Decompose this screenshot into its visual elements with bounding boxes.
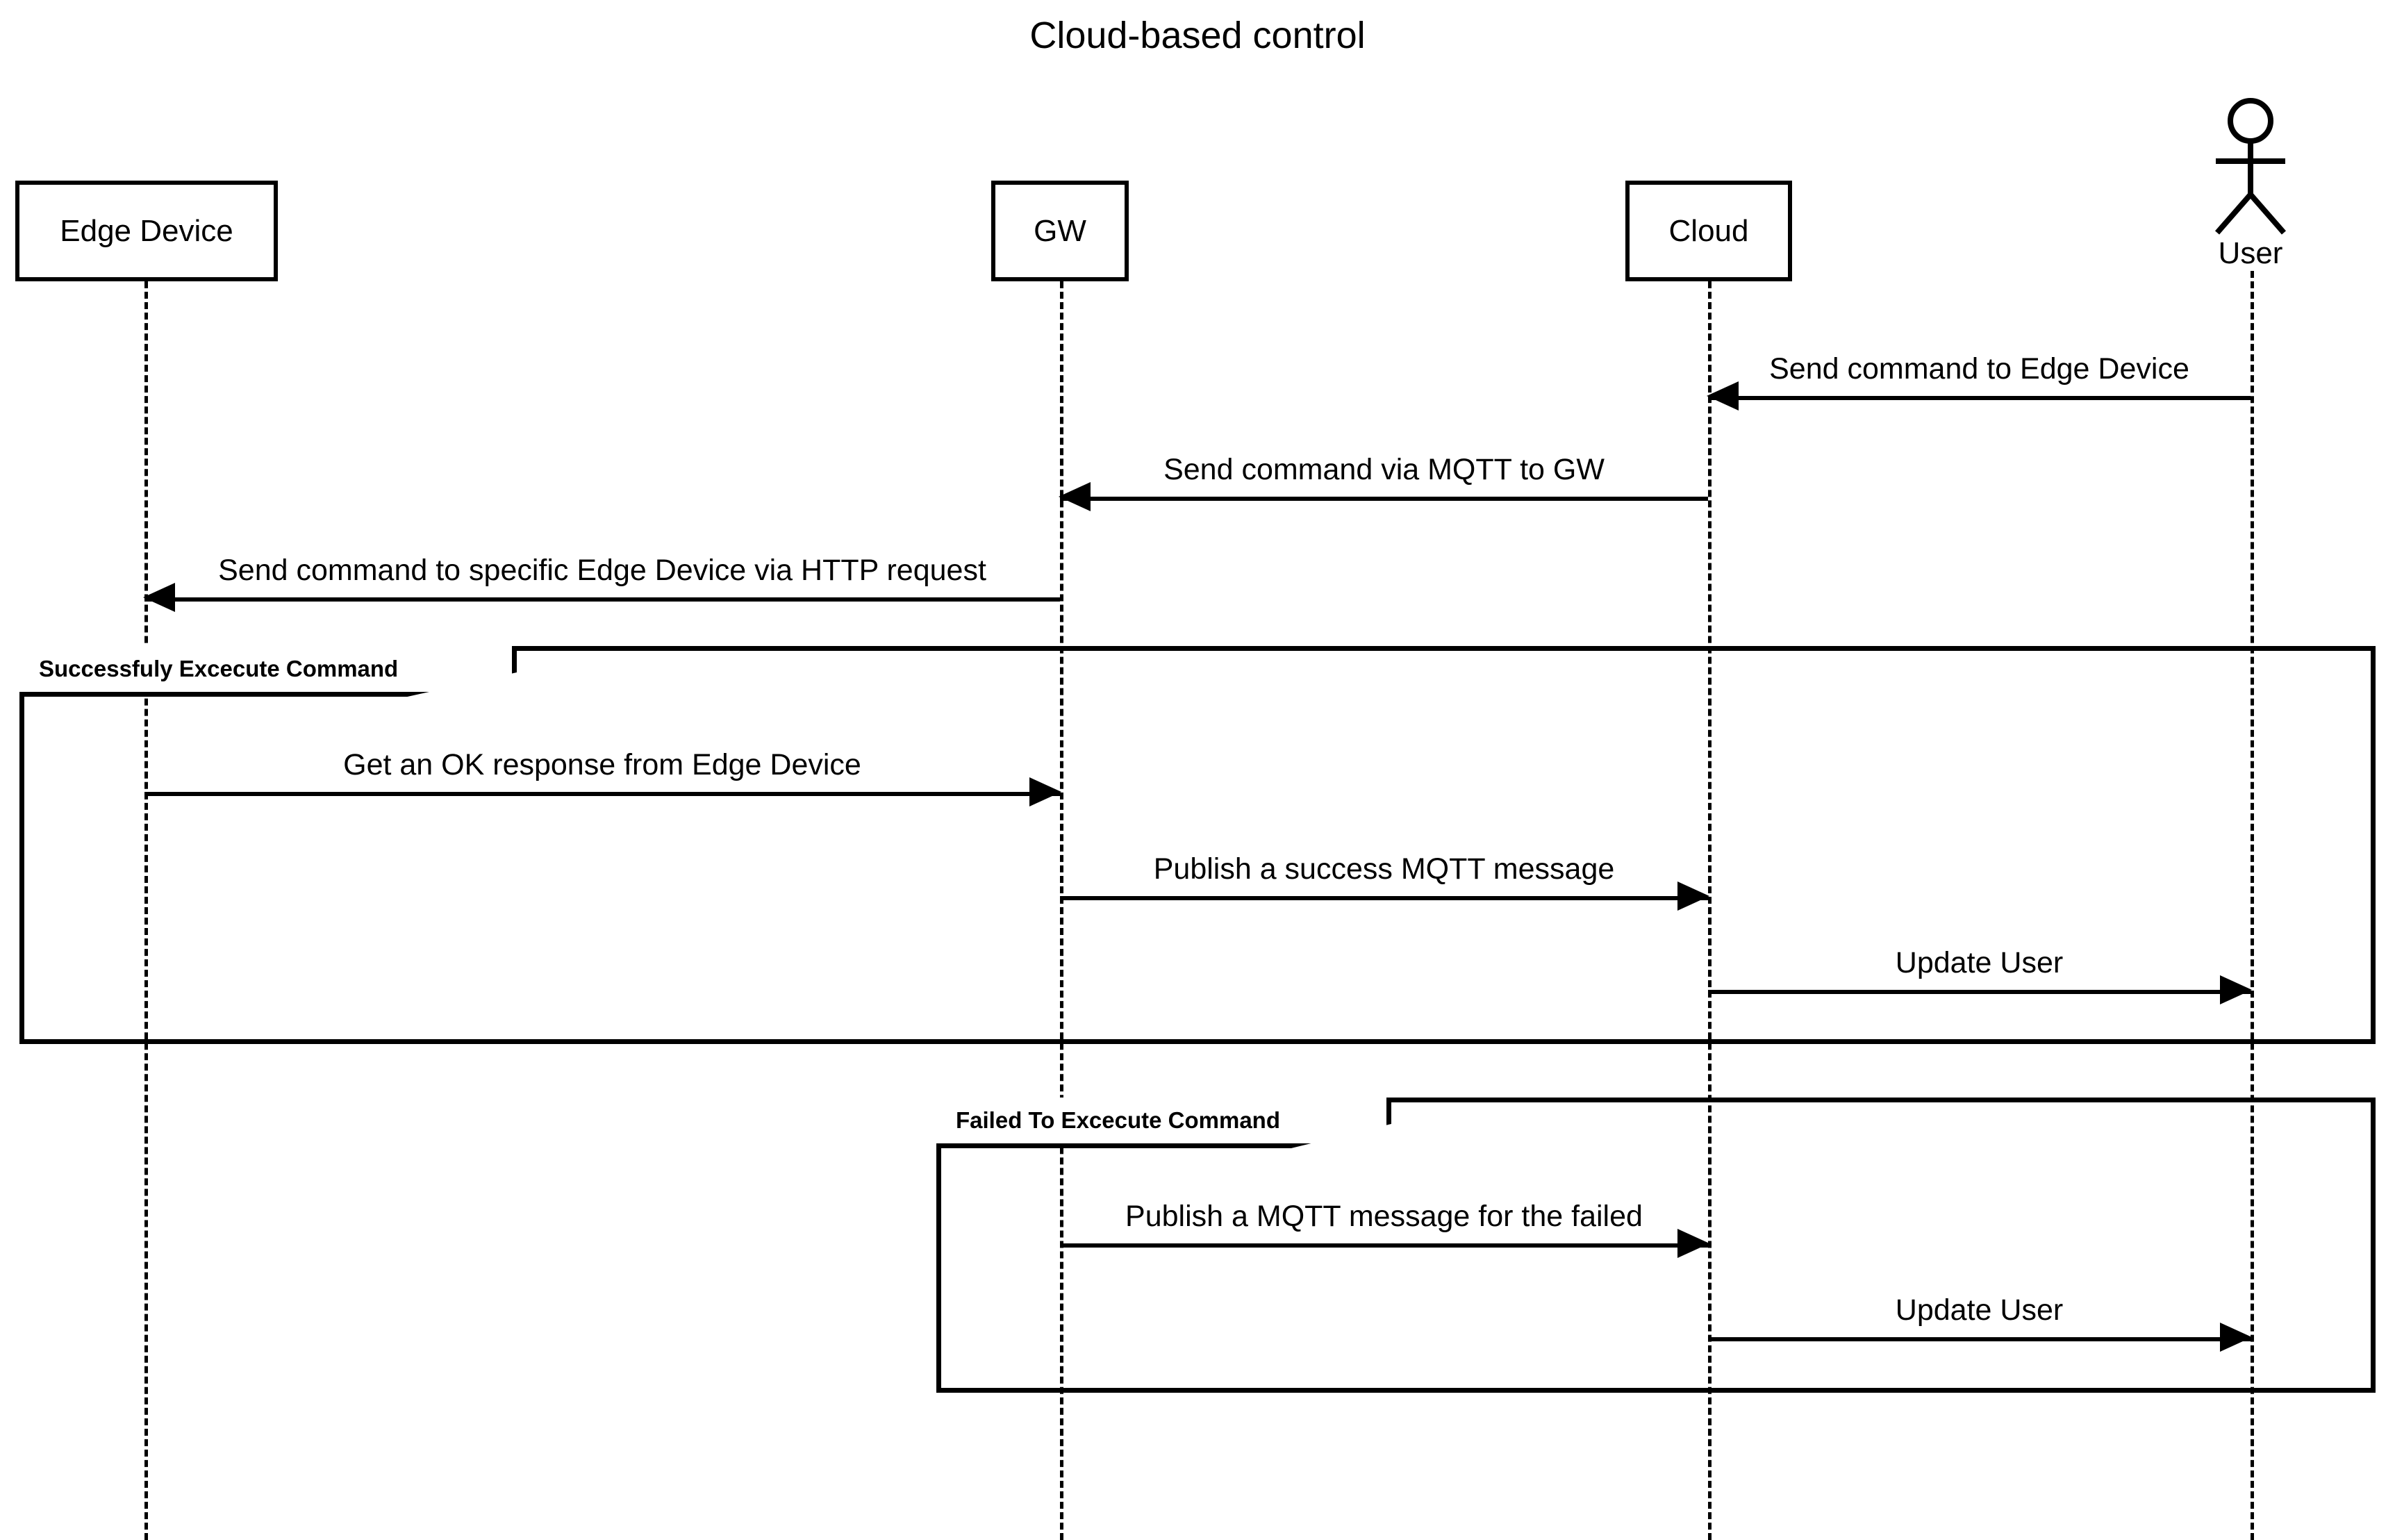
lifeline-cloud — [1708, 281, 1712, 1540]
message-line — [1708, 396, 2251, 400]
arrow-head-right-icon — [1677, 881, 1709, 911]
participant-label: User — [2218, 236, 2283, 270]
message-label: Publish a MQTT message for the failed — [1125, 1200, 1643, 1233]
fragment-label-frag-success: Successfuly Excecute Command — [19, 646, 517, 697]
arrow-head-left-icon — [1707, 381, 1739, 411]
arrow-head-right-icon — [1029, 777, 1061, 806]
message-label: Get an OK response from Edge Device — [343, 748, 861, 781]
message-label: Publish a success MQTT message — [1153, 852, 1615, 886]
stick-figure-icon — [2214, 98, 2287, 235]
message-line — [144, 597, 1060, 602]
participant-box-cloud[interactable]: Cloud — [1625, 181, 1792, 281]
message-label: Update User — [1895, 946, 2064, 979]
participant-box-edge[interactable]: Edge Device — [15, 181, 278, 281]
lifeline-edge — [144, 281, 148, 1540]
participant-label: Cloud — [1668, 213, 1749, 248]
arrow-head-left-icon — [143, 583, 175, 612]
participant-box-gw[interactable]: GW — [991, 181, 1129, 281]
participant-label: GW — [1034, 213, 1086, 248]
participant-label: Edge Device — [60, 213, 233, 248]
arrow-head-right-icon — [1677, 1229, 1709, 1258]
combined-fragment-frag-failed[interactable] — [936, 1098, 2376, 1393]
lifeline-user — [2251, 271, 2254, 1540]
actor-user[interactable] — [2202, 97, 2299, 236]
message-label: Send command to Edge Device — [1769, 352, 2189, 386]
combined-fragment-frag-success[interactable] — [19, 646, 2376, 1044]
message-line — [1708, 1337, 2251, 1341]
message-label: Update User — [1895, 1293, 2064, 1327]
message-label: Send command via MQTT to GW — [1163, 453, 1605, 486]
message-line — [1708, 990, 2251, 994]
arrow-head-right-icon — [2220, 1323, 2252, 1352]
page-title: Cloud-based control — [1029, 15, 1366, 56]
message-line — [1060, 1243, 1708, 1248]
message-label: Send command to specific Edge Device via… — [218, 554, 986, 587]
lifeline-gw — [1060, 281, 1063, 1540]
arrow-head-left-icon — [1059, 482, 1091, 511]
message-line — [1060, 497, 1708, 501]
message-line — [144, 792, 1060, 796]
message-line — [1060, 896, 1708, 900]
arrow-head-right-icon — [2220, 975, 2252, 1004]
fragment-label-frag-failed: Failed To Excecute Command — [936, 1098, 1391, 1148]
